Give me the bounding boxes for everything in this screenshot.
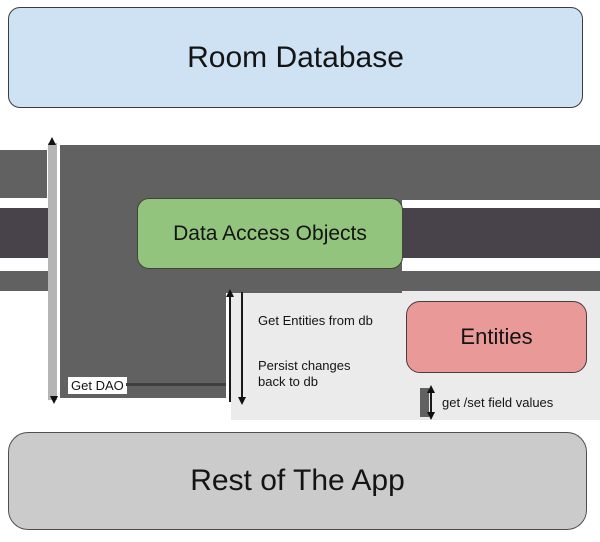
strip-divider — [57, 143, 60, 400]
node-data-access-objects-label: Data Access Objects — [173, 221, 367, 245]
annotation-get-set-field-values: get /set field values — [442, 395, 554, 410]
annotation-get-dao: Get DAO — [68, 377, 127, 394]
strip-arrowhead-up-icon — [48, 137, 56, 145]
node-rest-of-the-app-label: Rest of The App — [190, 464, 405, 497]
node-room-database-label: Room Database — [187, 40, 404, 74]
get-set-arrowhead-down-icon — [427, 412, 435, 420]
dao-entities-arrowhead-down-icon — [238, 397, 246, 405]
annotation-get-entities: Get Entities from db — [258, 313, 373, 328]
node-entities: Entities — [406, 301, 587, 373]
left-vertical-strip-arrow — [48, 143, 57, 400]
node-room-database: Room Database — [8, 7, 583, 108]
annotation-persist-changes: Persist changes back to db — [258, 358, 351, 389]
node-rest-of-the-app: Rest of The App — [8, 432, 587, 530]
left-gray-band-segment — [0, 150, 47, 198]
get-set-arrowhead-up-icon — [427, 385, 435, 393]
get-set-arrow-line — [430, 388, 432, 416]
dao-entities-arrow-up-line — [229, 292, 231, 402]
get-dao-underline — [126, 383, 226, 386]
get-set-arrow-block — [420, 388, 429, 417]
dao-entities-arrowhead-up-icon — [226, 289, 234, 297]
strip-arrowhead-down-icon — [50, 396, 58, 404]
node-entities-label: Entities — [460, 324, 533, 349]
node-data-access-objects: Data Access Objects — [137, 198, 403, 269]
dao-entities-arrow-down-line — [241, 292, 243, 399]
